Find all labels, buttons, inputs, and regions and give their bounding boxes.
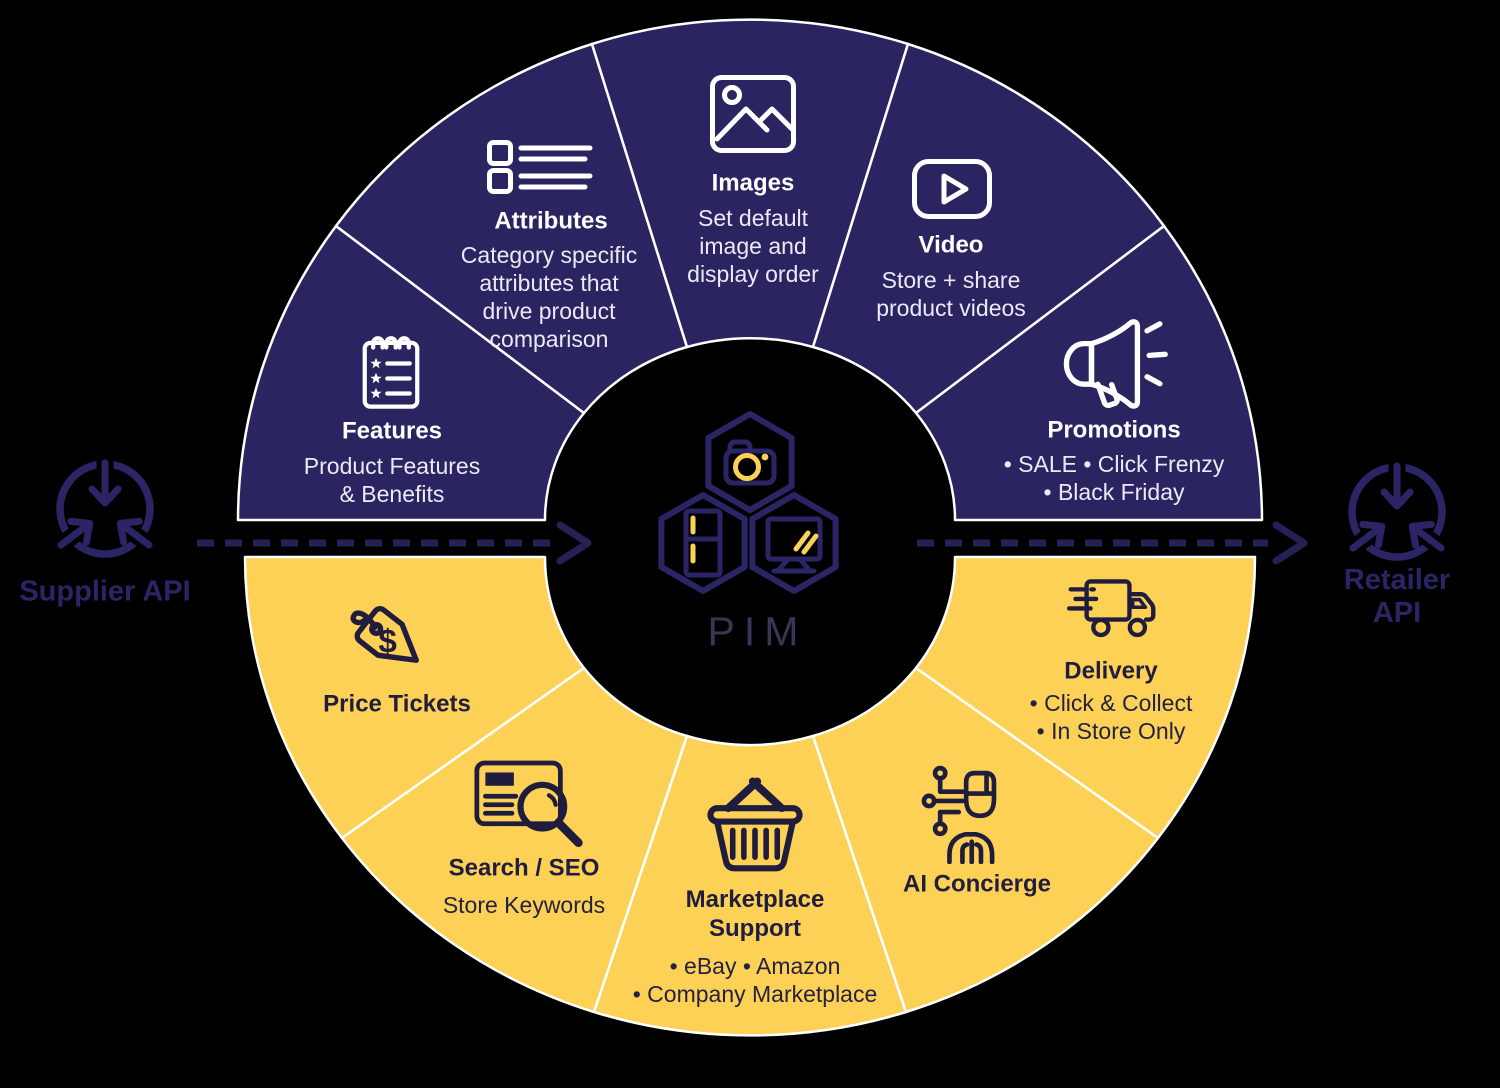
supplier-api-icon — [55, 457, 155, 558]
fridge-icon — [683, 508, 723, 578]
features-icon — [362, 336, 420, 409]
retailer-flow-arrow — [917, 521, 1308, 565]
video-title: Video — [918, 231, 984, 259]
video-icon — [912, 159, 992, 219]
attributes-title: Attributes — [494, 207, 608, 235]
promotions-description: • SALE • Click Frenzy • Black Friday — [1003, 451, 1225, 505]
dollar-glyph: $ — [378, 624, 397, 661]
yellow-half — [243, 555, 1257, 1037]
promotions-icon — [1063, 319, 1168, 409]
segment-delivery-shape — [914, 555, 1257, 840]
basket-icon — [707, 777, 803, 872]
attributes-description: Category specific attributes that drive … — [460, 242, 638, 352]
hexagon-outlines — [658, 411, 839, 594]
marketplace-support-description: • eBay • Amazon • Company Marketplace — [632, 953, 878, 1007]
segment-marketplace-shape — [592, 734, 908, 1037]
converging-arrows — [57, 459, 153, 549]
converging-arrows — [1349, 462, 1445, 552]
price-tag-icon: $ — [350, 606, 419, 663]
delivery-truck-icon — [1066, 579, 1156, 638]
star-bullets — [370, 357, 382, 399]
supplier-api-label: Supplier API — [19, 575, 191, 608]
segment-attributes-shape — [334, 42, 689, 415]
images-icon — [710, 75, 796, 153]
marketplace-support-title: Marketplace Support — [685, 886, 825, 942]
ai-concierge-icon — [921, 765, 997, 864]
search-seo-icon — [474, 760, 583, 847]
search-seo-description: Store Keywords — [442, 892, 606, 918]
price-tickets-title: Price Tickets — [323, 690, 471, 718]
segment-price-tickets-shape — [243, 555, 586, 840]
retailer-api-icon — [1347, 460, 1447, 561]
attributes-icon — [487, 140, 593, 194]
promotions-title: Promotions — [1047, 416, 1181, 444]
ai-concierge-title: AI Concierge — [902, 870, 1052, 898]
segment-video-shape — [811, 42, 1166, 415]
segment-features-shape — [236, 224, 586, 522]
segment-search-seo-shape — [340, 666, 689, 1014]
delivery-title: Delivery — [1064, 657, 1158, 685]
video-description: Store + share product videos — [876, 267, 1026, 321]
camera-icon — [723, 439, 777, 486]
features-description: Product Features & Benefits — [303, 453, 481, 507]
pim-products-icon — [658, 411, 839, 594]
concierge-person — [947, 770, 997, 864]
retailer-api-label: Retailer API — [1343, 564, 1451, 629]
images-description: Set default image and display order — [687, 205, 819, 287]
supplier-flow-arrow — [197, 521, 592, 565]
delivery-description: • Click & Collect • In Store Only — [1029, 690, 1193, 744]
tv-icon — [765, 516, 823, 574]
pim-center-label: PIM — [707, 608, 808, 655]
search-seo-title: Search / SEO — [448, 854, 600, 882]
features-title: Features — [341, 417, 443, 445]
circuit-nodes — [921, 765, 965, 837]
images-title: Images — [711, 169, 795, 197]
segment-images-shape — [590, 18, 910, 349]
